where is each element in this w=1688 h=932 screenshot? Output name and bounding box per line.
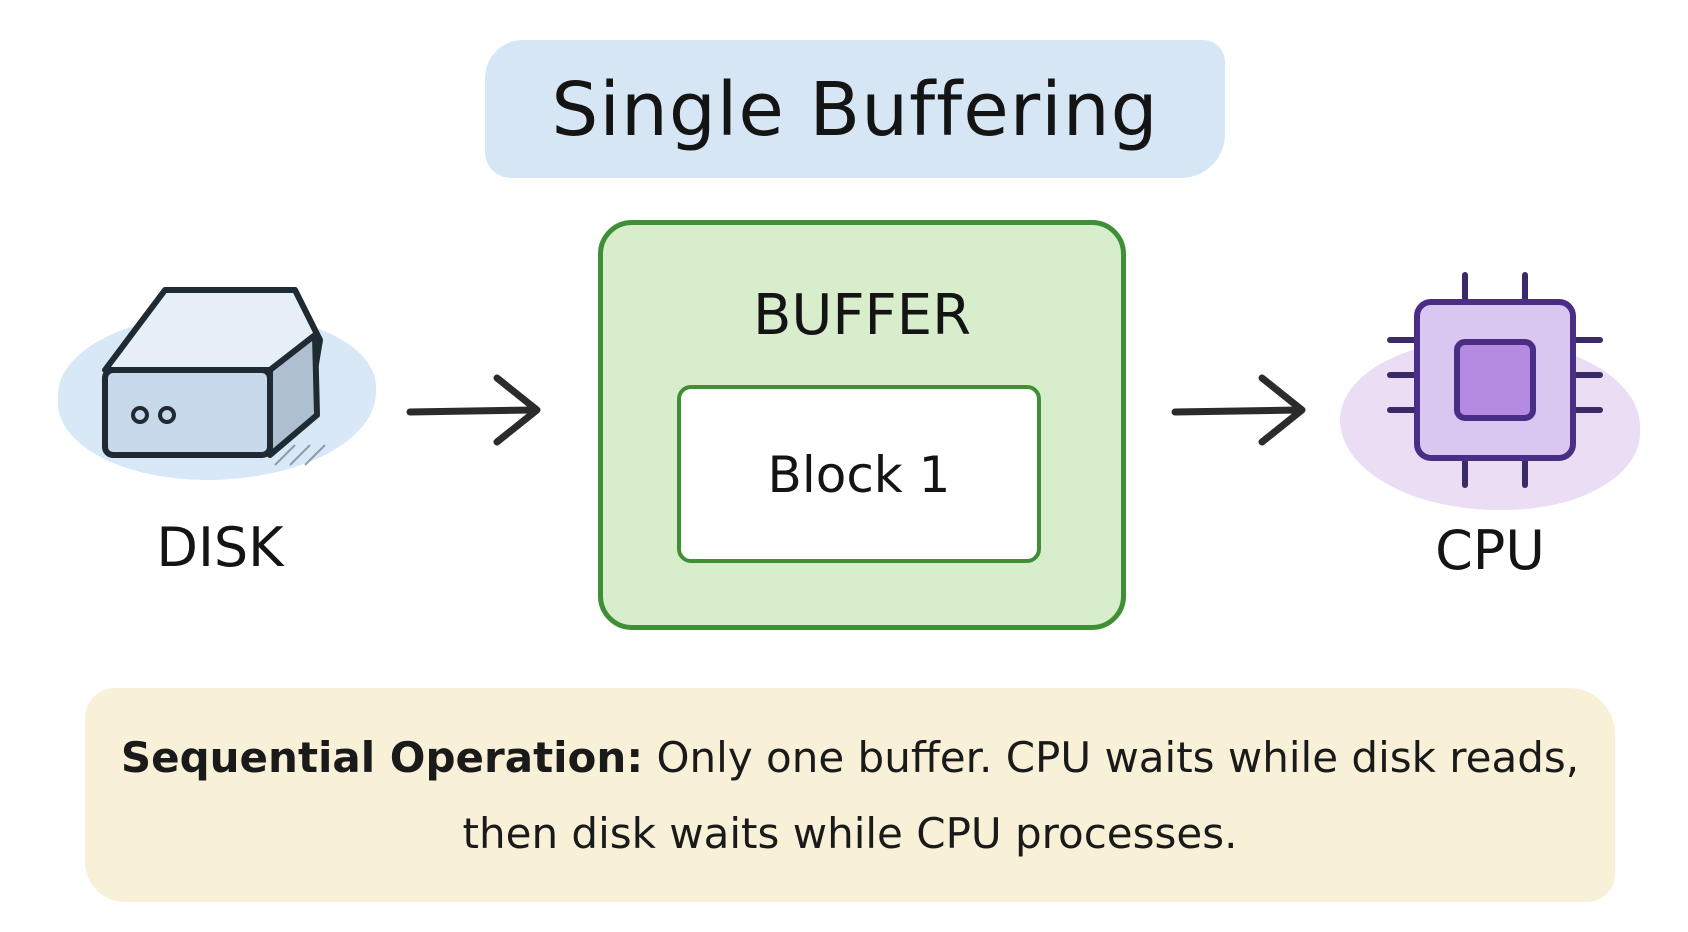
- note-body: Only one buffer. CPU waits while disk re…: [462, 733, 1580, 858]
- diagram-title: Single Buffering: [551, 67, 1159, 153]
- note-wash: [85, 688, 1615, 902]
- arrow-right-icon: [406, 374, 541, 446]
- note-lead: Sequential Operation:: [120, 733, 644, 782]
- cpu-icon: [1387, 272, 1603, 488]
- note-text: Sequential Operation: Only one buffer. C…: [110, 706, 1590, 886]
- buffer-label: BUFFER: [752, 282, 972, 348]
- block-label: Block 1: [767, 446, 951, 504]
- disk-icon: [102, 287, 326, 466]
- block-box: [677, 385, 1041, 563]
- cpu-label: CPU: [1435, 518, 1545, 582]
- arrow-right-icon: [1171, 374, 1306, 446]
- disk-label: DISK: [156, 515, 284, 579]
- title-wash: [485, 40, 1225, 178]
